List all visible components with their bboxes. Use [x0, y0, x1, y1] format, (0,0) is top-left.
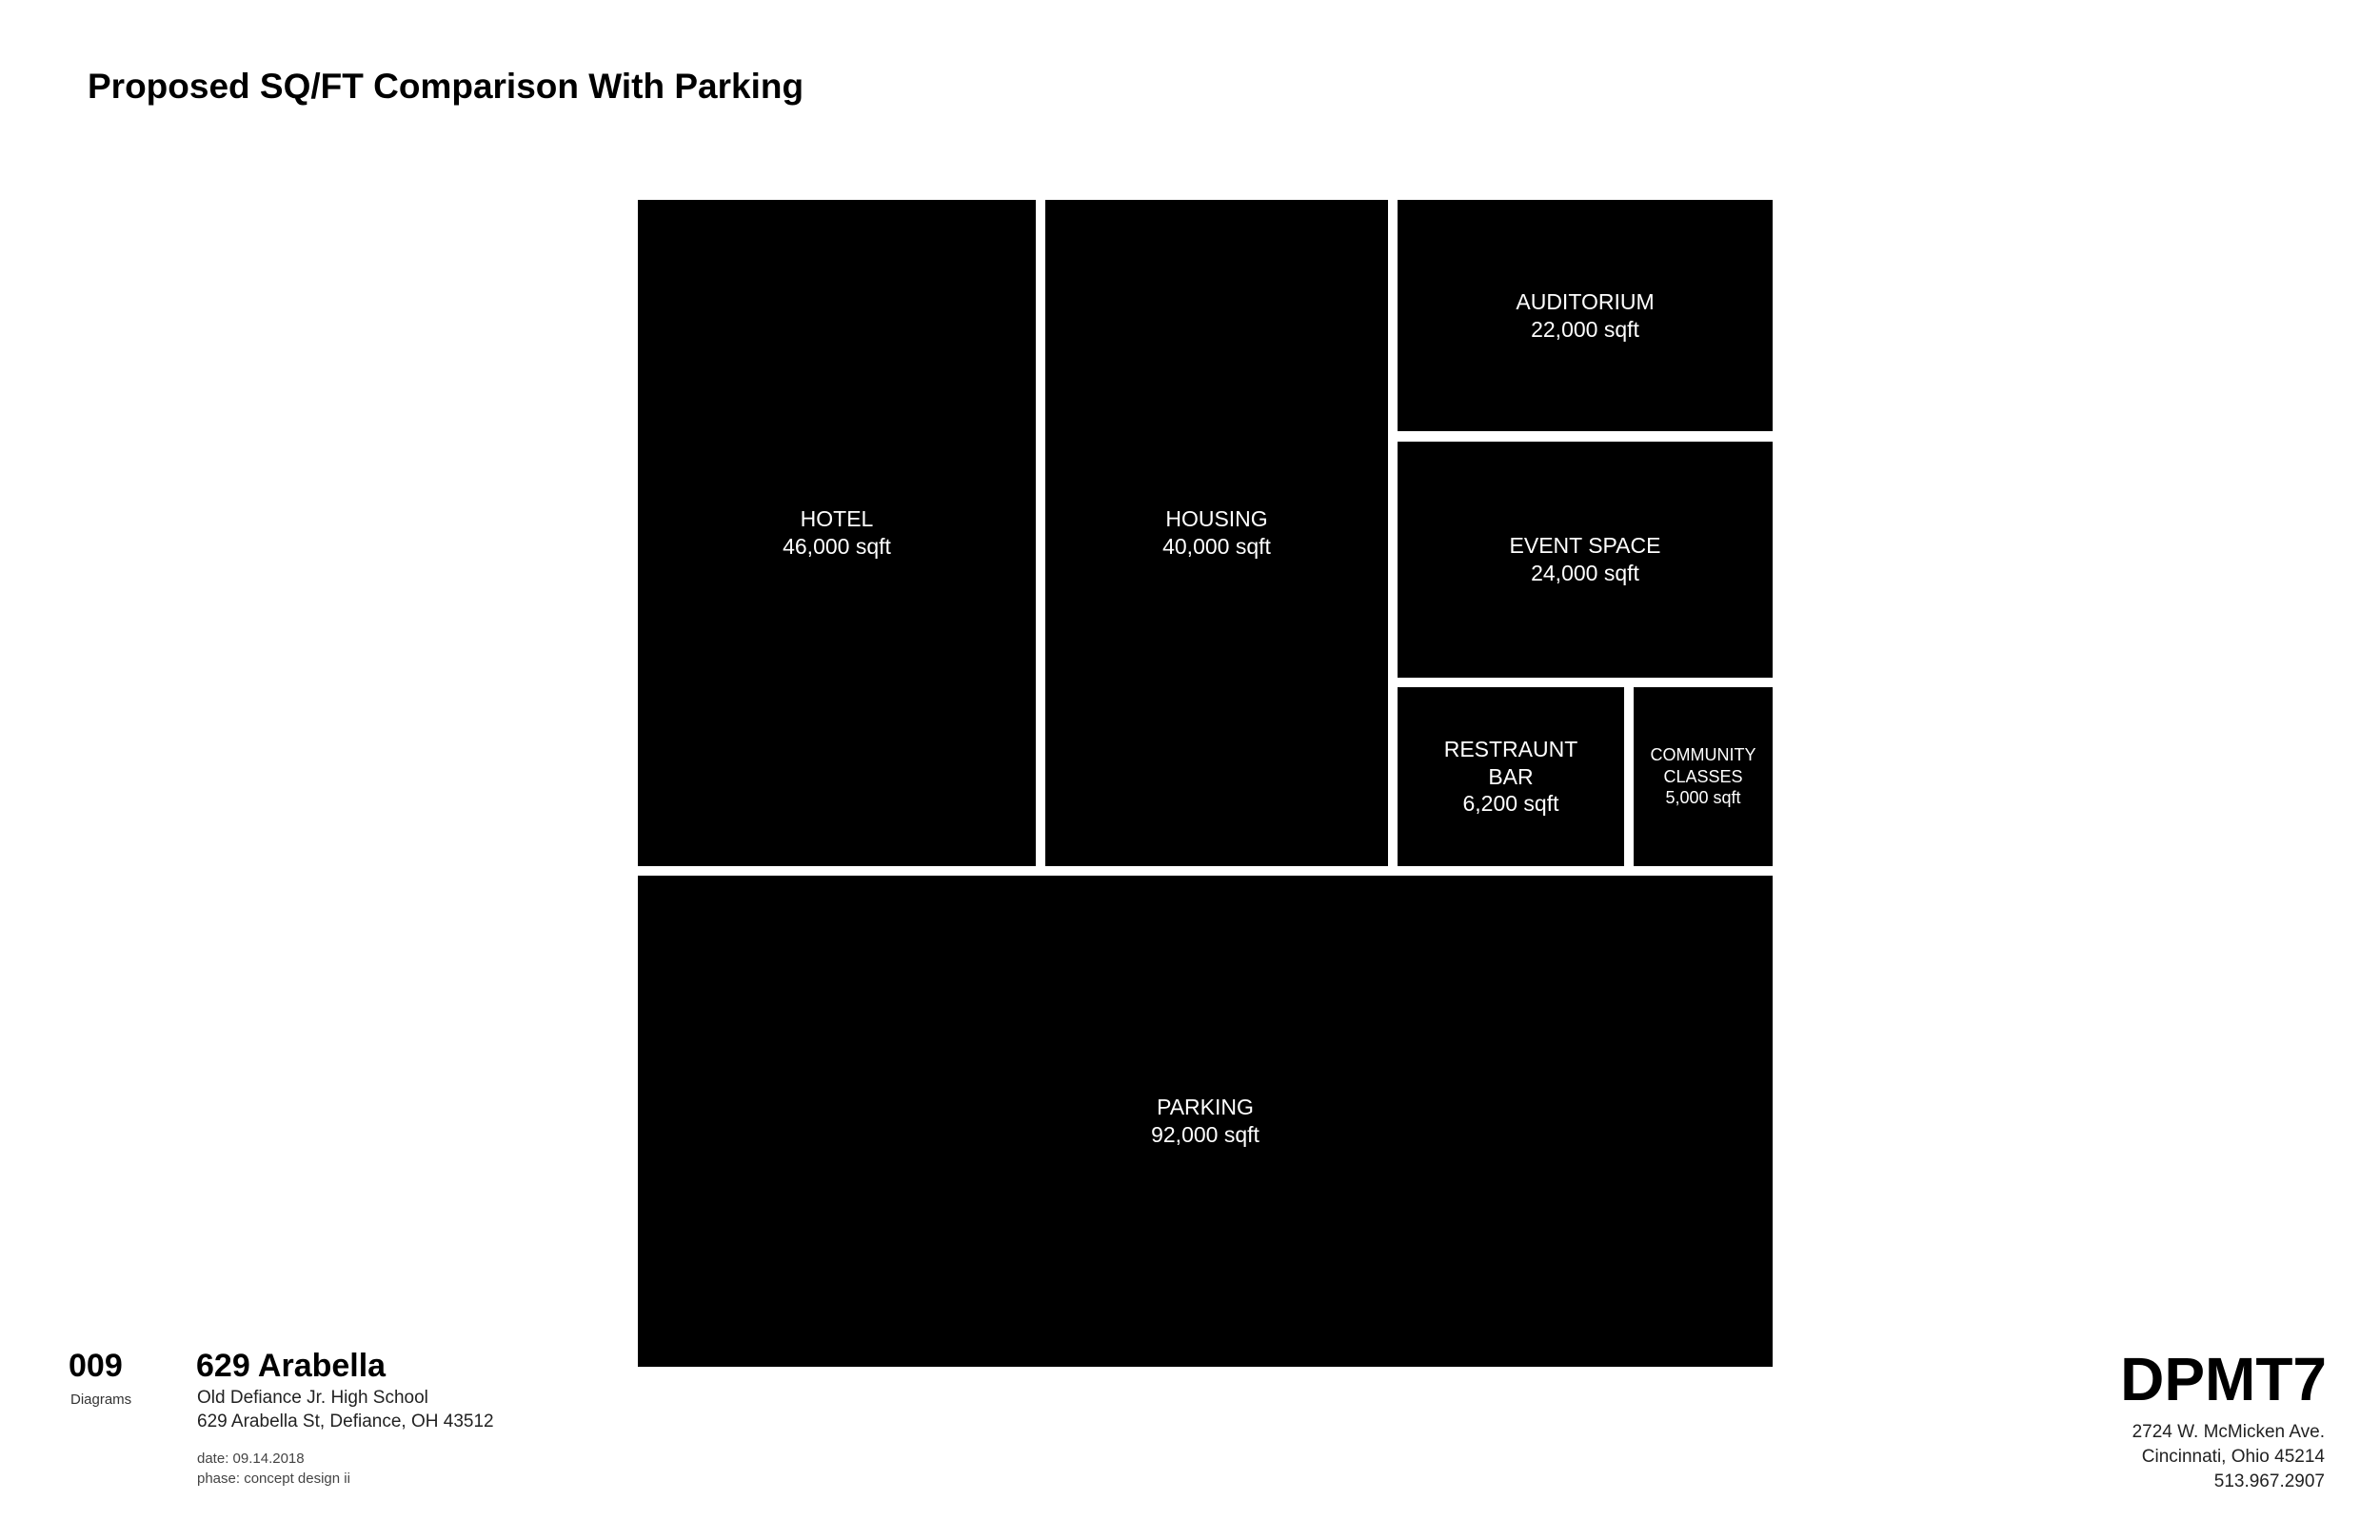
sheet-category: Diagrams: [70, 1392, 132, 1408]
firm-phone: 513.967.2907: [2213, 1471, 2325, 1491]
block-area: 40,000 sqft: [1162, 534, 1271, 559]
block-area: 5,000 sqft: [1665, 788, 1741, 808]
block-name: HOTEL: [800, 506, 874, 532]
block-housing: HOUSING 40,000 sqft: [1045, 200, 1388, 866]
block-name: RESTRAUNT BAR: [1443, 736, 1578, 789]
block-event-space: EVENT SPACE 24,000 sqft: [1398, 442, 1773, 678]
block-area: 24,000 sqft: [1531, 561, 1639, 585]
block-parking: PARKING 92,000 sqft: [638, 876, 1773, 1367]
project-date: date: 09.14.2018: [197, 1451, 305, 1467]
project-phase: phase: concept design ii: [197, 1471, 350, 1487]
block-area: 46,000 sqft: [783, 534, 891, 559]
project-address: 629 Arabella St, Defiance, OH 43512: [197, 1412, 494, 1431]
block-name: COMMUNITY CLASSES: [1650, 745, 1756, 786]
firm-street: 2724 W. McMicken Ave.: [2132, 1422, 2325, 1442]
page-title: Proposed SQ/FT Comparison With Parking: [88, 67, 804, 106]
sqft-diagram: HOTEL 46,000 sqft HOUSING 40,000 sqft AU…: [638, 200, 1773, 1367]
block-community-classes: COMMUNITY CLASSES 5,000 sqft: [1634, 687, 1773, 866]
firm-logo: DPMT7: [2120, 1345, 2327, 1413]
firm-city: Cincinnati, Ohio 45214: [2141, 1447, 2325, 1467]
block-restraunt-bar: RESTRAUNT BAR 6,200 sqft: [1398, 687, 1624, 866]
block-name: PARKING: [1157, 1095, 1254, 1120]
sheet-number: 009: [69, 1348, 123, 1384]
project-subtitle: Old Defiance Jr. High School: [197, 1388, 428, 1408]
project-name: 629 Arabella: [196, 1348, 387, 1384]
block-area: 22,000 sqft: [1531, 316, 1639, 342]
block-area: 92,000 sqft: [1151, 1122, 1259, 1147]
block-hotel: HOTEL 46,000 sqft: [638, 200, 1036, 866]
block-name: HOUSING: [1165, 506, 1268, 532]
block-name: EVENT SPACE: [1509, 533, 1661, 559]
block-auditorium: AUDITORIUM 22,000 sqft: [1398, 200, 1773, 431]
block-name: AUDITORIUM: [1516, 288, 1655, 314]
block-area: 6,200 sqft: [1462, 791, 1559, 817]
